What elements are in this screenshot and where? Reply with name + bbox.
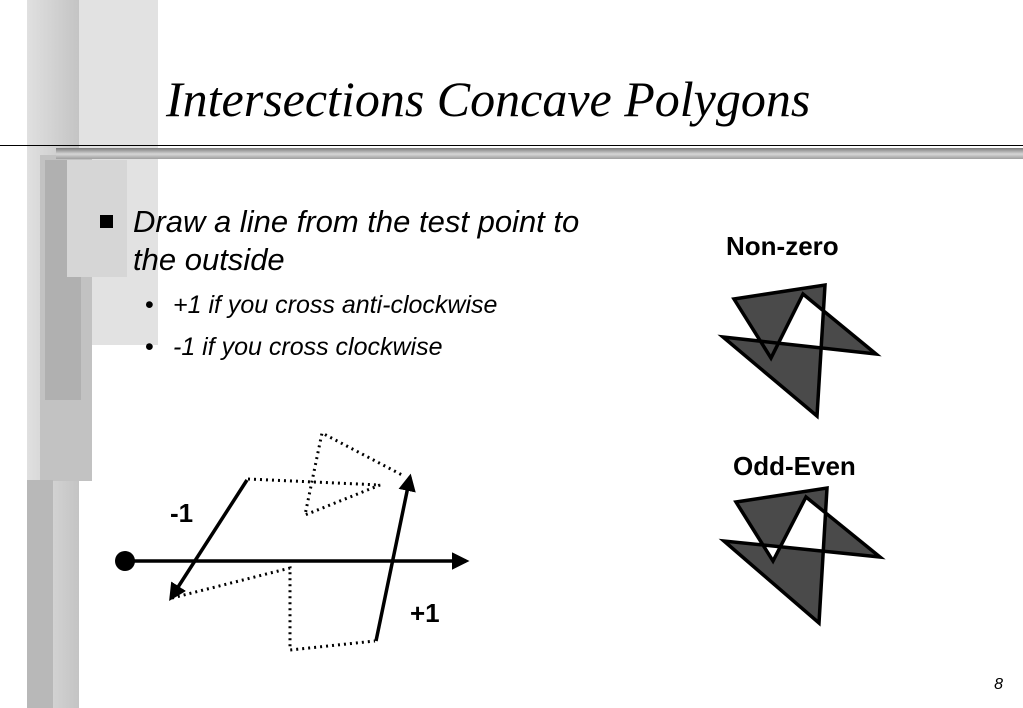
title-bar [56, 148, 1023, 159]
bullet-dot-icon: • [145, 291, 154, 319]
page-number: 8 [994, 676, 1003, 693]
slide-title: Intersections Concave Polygons [166, 71, 811, 127]
test-point [115, 551, 135, 571]
crossing-edge-clockwise [169, 479, 249, 601]
sub-bullet-clockwise: • -1 if you cross clockwise [145, 332, 443, 362]
bullet-main-text: Draw a line from the test point to the o… [133, 204, 580, 277]
decor-block-7 [27, 480, 53, 708]
oddeven-label: Odd-Even [733, 451, 856, 481]
nonzero-label: Non-zero [726, 231, 839, 261]
title-rule [0, 145, 1023, 146]
bullet-main: Draw a line from the test point to the o… [100, 203, 620, 279]
plus-one-label: +1 [410, 598, 440, 628]
sub-bullet-anticlockwise: • +1 if you cross anti-clockwise [145, 290, 497, 320]
decor-block-6 [67, 160, 127, 277]
minus-one-label: -1 [170, 498, 194, 528]
crossing-edge-anticlockwise [374, 473, 416, 642]
sub-bullet-text: +1 if you cross anti-clockwise [173, 291, 498, 319]
bullet-dot-icon: • [145, 333, 154, 361]
square-bullet-icon [100, 215, 113, 228]
dotted-polygon [171, 430, 405, 652]
sub-bullet-text: -1 if you cross clockwise [173, 333, 443, 361]
